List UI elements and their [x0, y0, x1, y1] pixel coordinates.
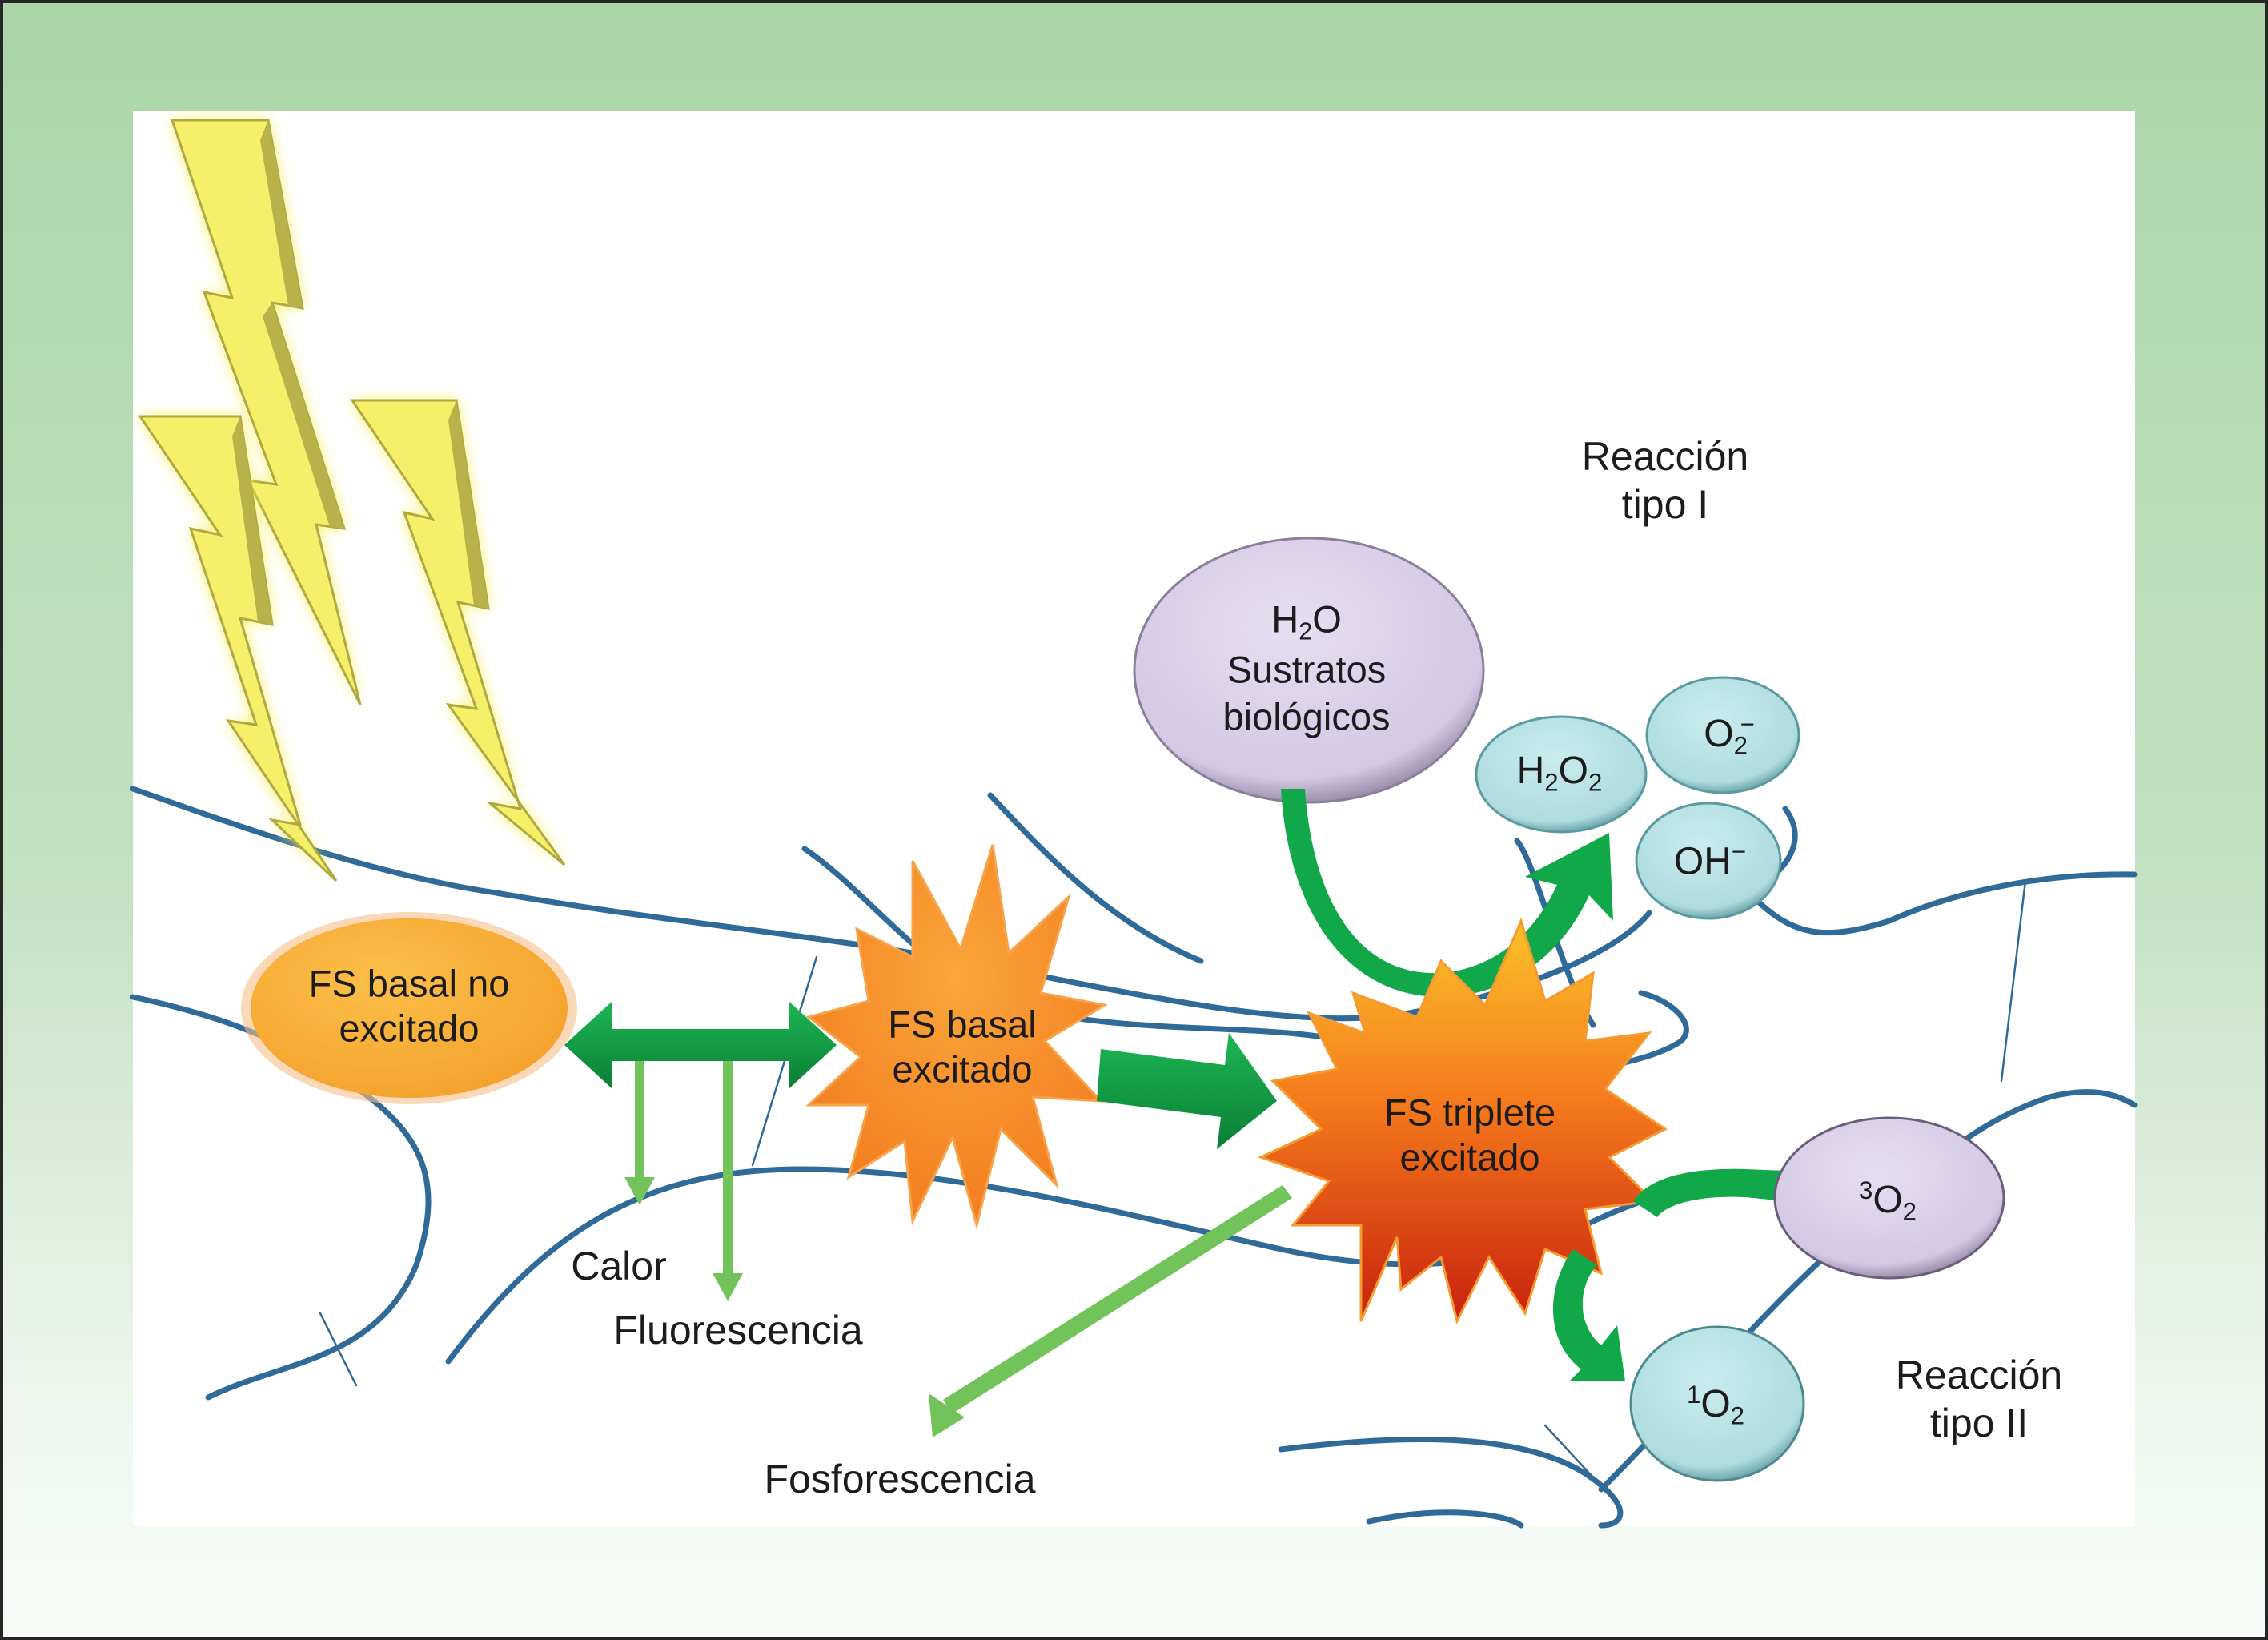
lightning-bolts [138, 119, 566, 882]
reaction-type-1-line2: tipo I [1621, 482, 1709, 527]
type1-curved-arrow [1281, 789, 1613, 997]
type2-arrow-to-singlet-oxygen [1553, 1249, 1625, 1381]
membrane-line [1750, 871, 2138, 936]
heat-label: Calor [571, 1244, 667, 1288]
phosphorescence-label: Fosforescencia [764, 1457, 1036, 1501]
membrane-thin-line [1543, 1424, 1595, 1479]
substrates-node-shape [1133, 537, 1485, 804]
phosphorescence-arrow-head [929, 1393, 965, 1437]
substrates-node-label: H2O Sustratos biológicos [1222, 597, 1390, 742]
reaction-type-2-line1: Reacción [1895, 1353, 2063, 1397]
fs-singlet-line1: FS basal [888, 1003, 1037, 1046]
singlet-oxygen-node-shape [1629, 1325, 1805, 1482]
lightning-bolt-icon [350, 399, 566, 866]
substrates-line2: Sustratos [1226, 648, 1387, 691]
membrane-line [987, 792, 1204, 964]
membrane-line [1278, 1437, 1624, 1529]
isc-arrow [1097, 1033, 1277, 1149]
fs-singlet-star-shape [805, 844, 1109, 1230]
triplet-oxygen-node-label: 3O2 [1858, 1176, 1917, 1226]
h2o2-node-label: H2O2 [1516, 750, 1603, 797]
phosphorescence-arrow [929, 1185, 1292, 1437]
reaction-type-2-line2: tipo II [1929, 1401, 2029, 1445]
membrane-line [1366, 1509, 1524, 1529]
excitation-double-arrow [564, 1001, 837, 1089]
fs-triplet-line2: excitado [1399, 1136, 1540, 1179]
type2-arrow-to-triplet-oxygen [1633, 1168, 1785, 1217]
fluorescence-label: Fluorescencia [613, 1308, 863, 1353]
fs-triplet-line1: FS triplete [1383, 1091, 1556, 1134]
substrates-line3: biológicos [1222, 695, 1391, 738]
reaction-type-1-line1: Reacción [1581, 434, 1749, 479]
lightning-bolt-icon [170, 119, 362, 705]
emission-arrows [624, 1061, 743, 1301]
superoxide-node-shape [1645, 676, 1800, 794]
fluorescence-arrow-shaft [723, 1061, 733, 1277]
membrane-thin-line [2000, 879, 2027, 1083]
reaction-type-2-label: Reacción tipo II [1896, 1351, 2062, 1447]
hydroxide-node-shape [1635, 802, 1782, 920]
fluorescence-arrow-head [713, 1273, 743, 1301]
fs-triplet-star-shape [1258, 917, 1668, 1325]
lightning-bolt-icon [138, 415, 338, 882]
phosphorescence-arrow-shaft [943, 1185, 1292, 1413]
fs-ground-node-label: FS basal no excitado [309, 962, 510, 1052]
membrane-thin-line [319, 1312, 358, 1387]
fs-singlet-node-label: FS basal excitado [888, 1003, 1036, 1093]
superoxide-node-label: O2− [1704, 710, 1755, 760]
heat-arrow-shaft [635, 1061, 644, 1181]
fs-ground-line1: FS basal no [308, 962, 510, 1005]
fs-ground-line2: excitado [339, 1007, 480, 1050]
fs-triplet-node-label: FS triplete excitado [1384, 1091, 1555, 1181]
singlet-oxygen-node-label: 1O2 [1686, 1381, 1745, 1430]
hydroxide-node-label: OH− [1673, 838, 1747, 883]
h2o2-node-shape [1475, 715, 1648, 834]
reaction-type-1-label: Reacción tipo I [1582, 432, 1748, 529]
heat-arrow-head [624, 1177, 655, 1205]
water-formula: H2O [1271, 597, 1342, 645]
triplet-oxygen-node-shape [1773, 1116, 2005, 1280]
fs-ground-node-shape-inner [251, 918, 568, 1098]
fs-singlet-line2: excitado [892, 1048, 1033, 1091]
